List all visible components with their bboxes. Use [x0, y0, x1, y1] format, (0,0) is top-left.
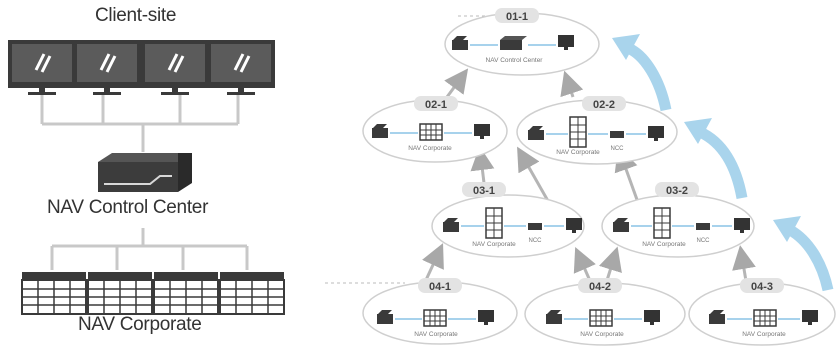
nav-control-center-label: NAV Control Center — [47, 197, 209, 218]
client-monitors — [8, 40, 275, 152]
node-01-1: 01-1 NAV Control Center — [452, 8, 574, 64]
corporate-rack-icon — [87, 272, 153, 315]
node-caption: NAV Corporate — [642, 241, 686, 248]
node-04-3: 04-3 NAV Corporate — [709, 278, 818, 338]
upgrade-arrows — [625, 42, 834, 292]
node-04-2: 04-2 NAV Corporate — [546, 278, 660, 338]
node-caption: NAV Corporate — [408, 145, 452, 152]
monitor-icon — [8, 40, 76, 95]
node-caption: NAV Corporate — [742, 331, 786, 338]
node-caption: NAV Corporate — [556, 149, 600, 156]
corporate-rack-icon — [21, 272, 87, 315]
monitor-icon — [207, 40, 275, 95]
node-02-2: 02-2 NCC NAV Corporate — [528, 96, 664, 156]
ncc-label: NCC — [611, 146, 625, 152]
hierarchy-nodes — [362, 12, 836, 346]
node-id: 02-2 — [593, 99, 615, 111]
node-id: 04-1 — [429, 281, 451, 293]
ncc-label: NCC — [697, 238, 711, 244]
node-id: 04-3 — [751, 281, 773, 293]
up-arrow-icon — [612, 34, 640, 60]
node-03-2: 03-2 NCC NAV Corporate — [613, 182, 750, 248]
node-03-1: 03-1 NCC NAV Corporate — [443, 182, 582, 248]
nav-corporate-label: NAV Corporate — [78, 314, 202, 335]
ncc-label: NCC — [529, 238, 543, 244]
node-caption: NAV Corporate — [414, 331, 458, 338]
client-site-label: Client-site — [95, 5, 177, 26]
node-caption: NAV Corporate — [580, 331, 624, 338]
monitor-icon — [73, 40, 141, 95]
node-id: 01-1 — [506, 11, 528, 23]
monitor-icon — [141, 40, 209, 95]
node-02-1: 02-1 NAV Corporate — [372, 96, 490, 152]
corporate-rack-icon — [153, 272, 219, 315]
up-arrow-icon — [773, 216, 801, 242]
node-caption: NAV Corporate — [472, 241, 516, 248]
node-id: 04-2 — [589, 281, 611, 293]
node-id: 02-1 — [425, 99, 447, 111]
node-id: 03-2 — [666, 185, 688, 197]
control-center-appliance-icon — [98, 153, 192, 192]
node-caption: NAV Control Center — [486, 57, 544, 64]
node-id: 03-1 — [473, 185, 495, 197]
node-04-1: 04-1 NAV Corporate — [377, 278, 494, 338]
corporate-rack-icon — [219, 272, 285, 315]
up-arrow-icon — [684, 118, 712, 144]
